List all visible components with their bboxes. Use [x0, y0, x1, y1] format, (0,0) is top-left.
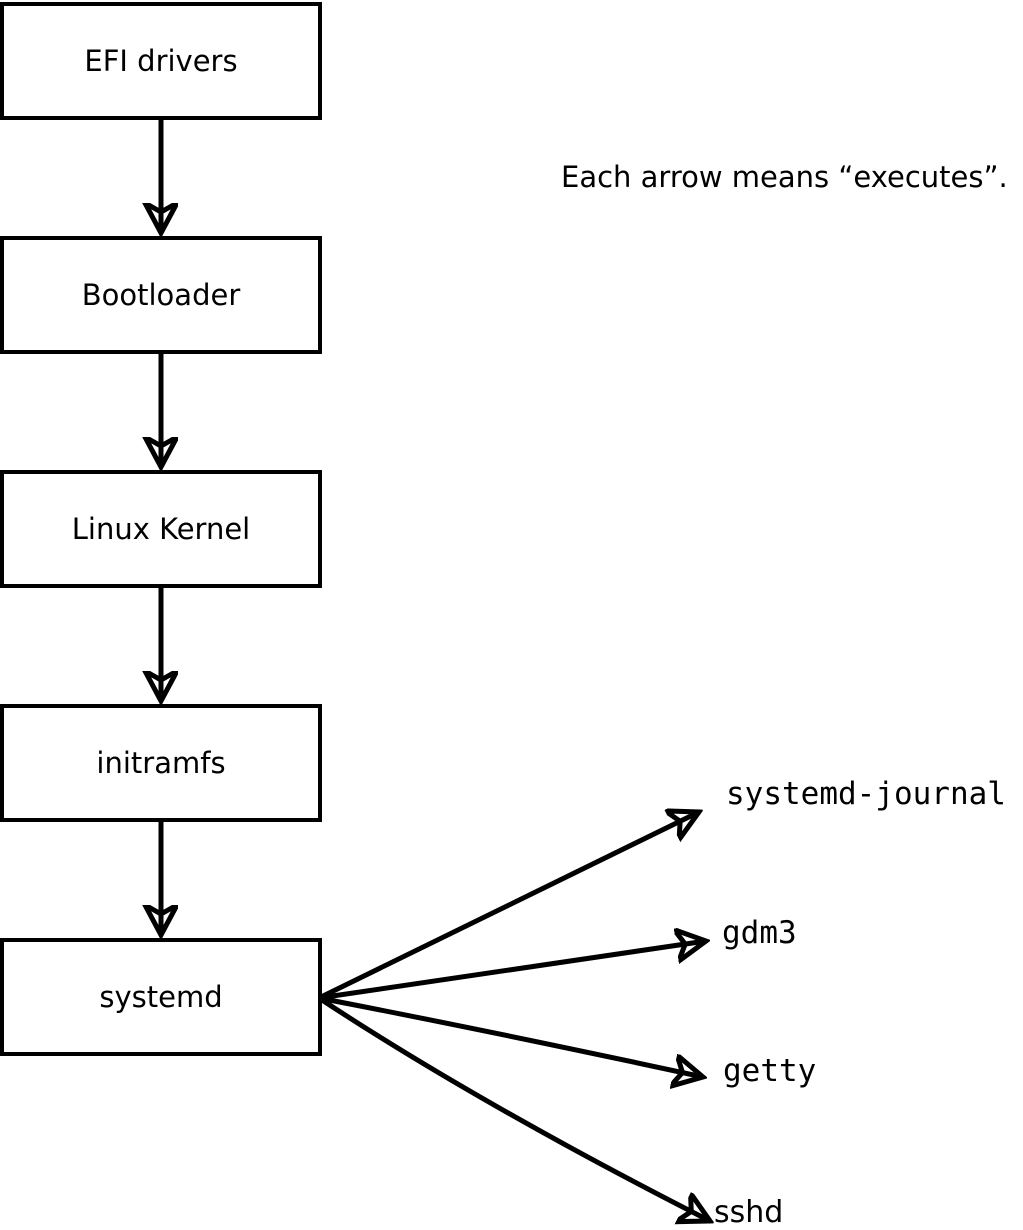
- node-linux-kernel: Linux Kernel: [0, 470, 322, 588]
- node-systemd-journal-label: systemd-journal: [726, 776, 1006, 812]
- node-sshd-label: sshd: [714, 1195, 784, 1230]
- arrow-meaning-annotation: Each arrow means “executes”.: [561, 160, 1008, 194]
- node-systemd-label: systemd: [99, 979, 223, 1014]
- arrow-systemd-to-getty: [318, 995, 703, 1077]
- node-linux-kernel-label: Linux Kernel: [71, 511, 251, 546]
- node-efi-drivers-label: EFI drivers: [84, 43, 238, 78]
- node-initramfs-label: initramfs: [96, 745, 226, 780]
- arrow-systemd-to-gdm3: [318, 941, 706, 1001]
- node-bootloader: Bootloader: [0, 236, 322, 354]
- arrow-systemd-to-journal: [317, 812, 699, 1001]
- node-systemd: systemd: [0, 938, 322, 1056]
- node-bootloader-label: Bootloader: [81, 277, 241, 312]
- arrow-systemd-to-sshd: [317, 995, 710, 1221]
- node-gdm3-label: gdm3: [722, 915, 797, 951]
- node-efi-drivers: EFI drivers: [0, 2, 322, 120]
- node-getty-label: getty: [723, 1053, 817, 1089]
- node-initramfs: initramfs: [0, 704, 322, 822]
